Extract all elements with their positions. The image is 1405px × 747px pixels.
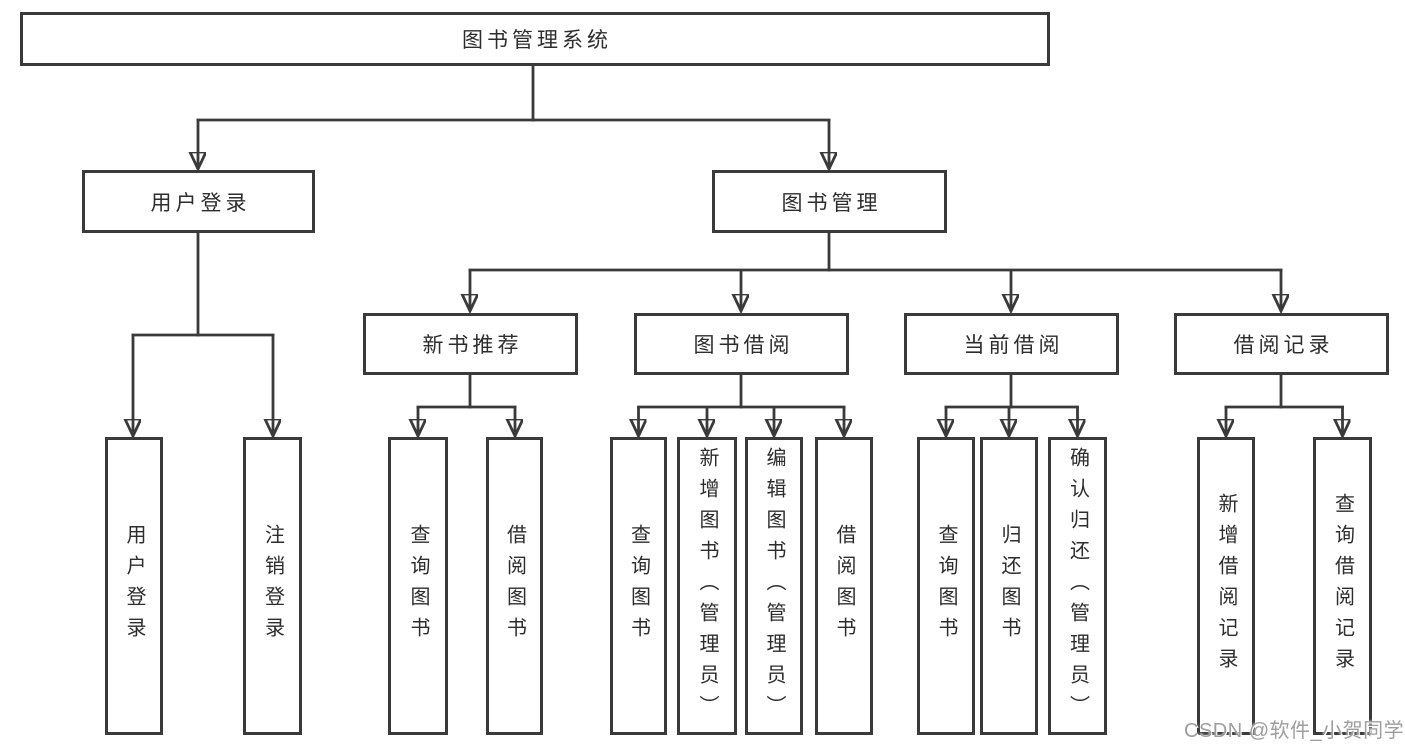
node-new-book-recommendation: 新书推荐 [363, 313, 578, 375]
node-label: 注销登录 [261, 524, 284, 648]
node-label: 用户登录 [123, 524, 145, 648]
node-label: 查询图书 [627, 524, 650, 648]
leaf-query-borrow-record: 查询借阅记录 [1313, 437, 1372, 735]
node-label: 新增图书（管理员） [696, 446, 718, 726]
node-book-borrowing: 图书借阅 [634, 313, 849, 375]
node-label: 图书管理 [781, 191, 882, 215]
node-label: 确认归还（管理员） [1066, 446, 1089, 726]
leaf-return-books: 归还图书 [980, 437, 1038, 735]
leaf-borrow-books-recommend: 借阅图书 [486, 437, 543, 735]
node-label: 归还图书 [998, 524, 1020, 648]
node-user-login: 用户登录 [82, 170, 315, 233]
leaf-confirm-return-admin: 确认归还（管理员） [1048, 437, 1107, 735]
node-current-borrowing: 当前借阅 [904, 313, 1119, 375]
leaf-query-books-borrow: 查询图书 [610, 437, 667, 735]
node-label: 图书管理系统 [462, 29, 612, 52]
node-label: 新增借阅记录 [1215, 493, 1237, 679]
node-label: 查询图书 [407, 524, 429, 648]
leaf-add-book-admin: 新增图书（管理员） [677, 437, 737, 735]
csdn-watermark: CSDN @软件_小贺同学 [1184, 720, 1405, 742]
leaf-query-books-current: 查询图书 [917, 437, 975, 735]
leaf-edit-book-admin: 编辑图书（管理员） [745, 437, 803, 735]
node-root: 图书管理系统 [20, 12, 1050, 66]
node-label: 查询图书 [935, 524, 957, 648]
node-label: 新书推荐 [422, 334, 523, 357]
node-label: 编辑图书（管理员） [763, 446, 785, 726]
node-label: 借阅图书 [833, 524, 855, 648]
node-label: 用户登录 [150, 191, 251, 215]
node-label: 查询借阅记录 [1331, 493, 1354, 679]
node-label: 借阅图书 [503, 524, 526, 648]
node-label: 当前借阅 [963, 334, 1064, 357]
node-label: 借阅记录 [1233, 334, 1334, 357]
leaf-add-borrow-record: 新增借阅记录 [1197, 437, 1255, 735]
node-borrowing-records: 借阅记录 [1174, 313, 1389, 375]
node-label: 图书借阅 [693, 334, 794, 357]
leaf-query-books-recommend: 查询图书 [388, 437, 448, 735]
leaf-user-login: 用户登录 [105, 437, 163, 735]
leaf-borrow-books: 借阅图书 [815, 437, 873, 735]
node-book-management: 图书管理 [712, 170, 947, 233]
leaf-logout: 注销登录 [243, 437, 302, 735]
